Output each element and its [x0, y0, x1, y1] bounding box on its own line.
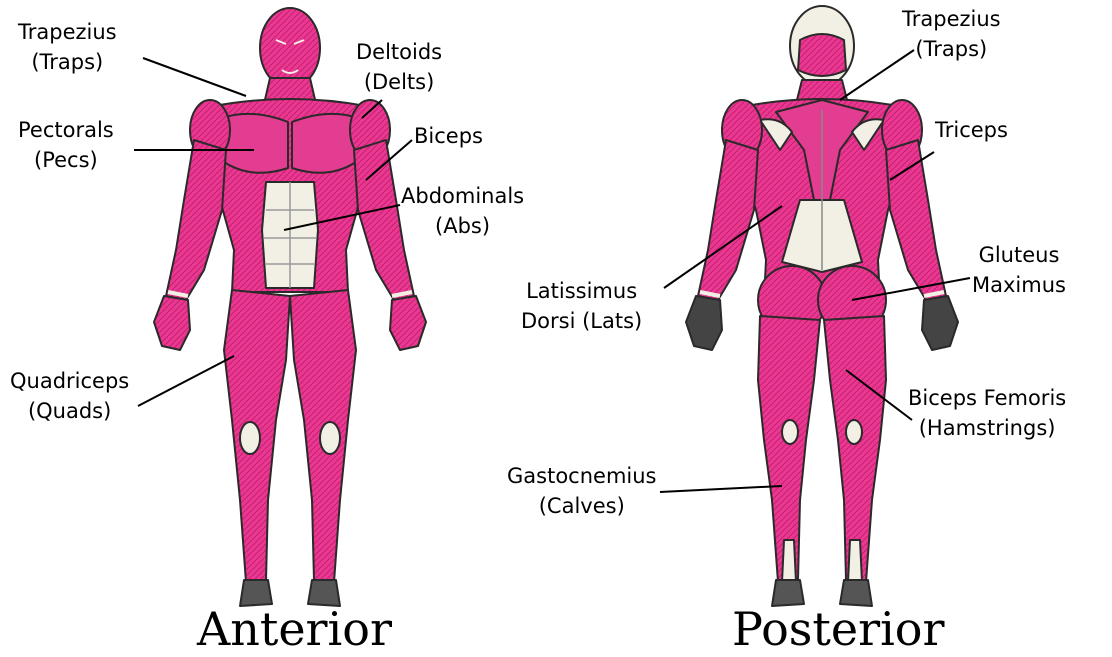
anterior-arm-left — [166, 140, 226, 300]
posterior-hand-left — [686, 296, 722, 350]
label-anterior-trapezius: Trapezius (Traps) — [18, 17, 117, 77]
anterior-figure — [154, 8, 426, 606]
label-posterior-trapezius: Trapezius (Traps) — [902, 4, 1001, 64]
label-posterior-gluteus: Gluteus Maximus — [972, 240, 1066, 300]
anterior-hand-right — [390, 296, 426, 350]
posterior-hand-right — [922, 296, 958, 350]
label-anterior-pectorals: Pectorals (Pecs) — [18, 115, 114, 175]
leader-anterior-trapezius — [143, 58, 246, 96]
label-anterior-deltoids: Deltoids (Delts) — [356, 37, 442, 97]
posterior-figure — [686, 6, 958, 606]
label-posterior-latissimus: Latissimus Dorsi (Lats) — [521, 276, 642, 336]
label-posterior-biceps-femoris: Biceps Femoris (Hamstrings) — [908, 383, 1066, 443]
label-anterior-biceps: Biceps — [414, 121, 483, 151]
label-anterior-abdominals: Abdominals (Abs) — [401, 181, 524, 241]
leader-anterior-quadriceps — [138, 356, 234, 406]
leader-posterior-gastrocnemius — [660, 486, 782, 492]
anterior-hand-left — [154, 296, 190, 350]
anterior-title: Anterior — [197, 604, 392, 654]
label-posterior-triceps: Triceps — [935, 115, 1008, 145]
label-posterior-gastrocnemius: Gastocnemius (Calves) — [507, 461, 656, 521]
posterior-title: Posterior — [732, 604, 944, 654]
anterior-head — [260, 8, 320, 88]
label-anterior-quadriceps: Quadriceps (Quads) — [10, 366, 129, 426]
posterior-arm-left — [698, 140, 758, 300]
